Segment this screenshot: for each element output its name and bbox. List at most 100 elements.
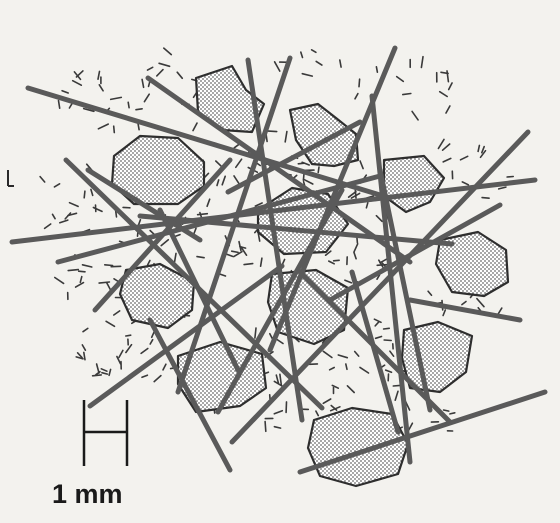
short-fiber-261 bbox=[141, 349, 148, 354]
short-fiber-38 bbox=[316, 61, 322, 65]
short-fiber-247 bbox=[323, 351, 332, 357]
short-fiber-178 bbox=[462, 302, 466, 305]
short-fiber-36 bbox=[275, 62, 280, 71]
short-fiber-288 bbox=[68, 270, 78, 271]
short-fiber-6 bbox=[111, 97, 122, 99]
short-fiber-69 bbox=[244, 264, 253, 265]
short-fiber-97 bbox=[207, 199, 210, 206]
short-fiber-60 bbox=[70, 203, 79, 207]
margin-mark bbox=[8, 170, 14, 186]
short-fiber-40 bbox=[359, 79, 360, 87]
short-fiber-93 bbox=[226, 254, 233, 256]
short-fiber-199 bbox=[346, 364, 347, 369]
short-fiber-99 bbox=[161, 240, 168, 246]
short-fiber-310 bbox=[84, 352, 85, 359]
short-fiber-184 bbox=[443, 310, 445, 316]
short-fiber-303 bbox=[409, 423, 413, 430]
short-fiber-45 bbox=[376, 67, 377, 72]
short-fiber-279 bbox=[216, 161, 221, 166]
short-fiber-59 bbox=[91, 189, 93, 195]
short-fiber-64 bbox=[45, 224, 51, 228]
short-fiber-76 bbox=[197, 257, 204, 258]
short-fiber-1 bbox=[62, 91, 68, 93]
scale-bar: 1 mm bbox=[52, 400, 127, 509]
short-fiber-259 bbox=[93, 375, 102, 376]
short-fiber-49 bbox=[355, 94, 358, 99]
short-fiber-325 bbox=[304, 179, 313, 184]
short-fiber-280 bbox=[222, 176, 225, 185]
short-fiber-328 bbox=[360, 161, 363, 169]
short-fiber-202 bbox=[274, 411, 282, 414]
short-fiber-37 bbox=[302, 74, 312, 76]
short-fiber-306 bbox=[97, 364, 99, 373]
short-fiber-185 bbox=[477, 299, 484, 307]
short-fiber-34 bbox=[301, 52, 303, 57]
short-fiber-237 bbox=[376, 337, 382, 339]
short-fiber-14 bbox=[128, 102, 129, 107]
short-fiber-241 bbox=[395, 391, 398, 400]
short-fiber-17 bbox=[59, 101, 60, 109]
short-fiber-203 bbox=[316, 411, 318, 416]
short-fiber-291 bbox=[80, 277, 82, 283]
short-fiber-235 bbox=[375, 322, 379, 326]
short-fiber-243 bbox=[384, 340, 391, 341]
short-fiber-70 bbox=[175, 253, 176, 261]
short-fiber-196 bbox=[323, 399, 330, 403]
short-fiber-256 bbox=[150, 340, 153, 344]
short-fiber-249 bbox=[163, 364, 166, 370]
short-fiber-165 bbox=[438, 139, 444, 148]
short-fiber-41 bbox=[446, 106, 450, 113]
short-fiber-271 bbox=[236, 159, 242, 167]
short-fiber-52 bbox=[440, 92, 448, 97]
short-fiber-51 bbox=[403, 94, 411, 95]
short-fiber-311 bbox=[114, 311, 120, 315]
short-fiber-287 bbox=[83, 265, 92, 267]
short-fiber-309 bbox=[83, 328, 88, 331]
short-fiber-7 bbox=[136, 109, 142, 110]
short-fiber-168 bbox=[462, 182, 468, 185]
short-fiber-54 bbox=[54, 184, 59, 187]
short-fiber-242 bbox=[355, 352, 359, 357]
short-fiber-90 bbox=[232, 251, 238, 252]
short-fiber-210 bbox=[274, 427, 280, 428]
short-fiber-268 bbox=[193, 123, 197, 131]
short-fiber-153 bbox=[345, 280, 351, 283]
short-fiber-251 bbox=[126, 345, 132, 353]
short-fiber-290 bbox=[79, 271, 85, 272]
short-fiber-253 bbox=[142, 375, 147, 377]
short-fiber-304 bbox=[444, 410, 449, 411]
short-fiber-252 bbox=[102, 373, 108, 374]
short-fiber-19 bbox=[98, 124, 108, 129]
short-fiber-228 bbox=[390, 351, 394, 356]
short-fiber-274 bbox=[217, 180, 219, 186]
short-fiber-236 bbox=[374, 319, 381, 322]
short-fiber-296 bbox=[76, 283, 84, 288]
short-fiber-9 bbox=[138, 123, 139, 129]
short-fiber-44 bbox=[421, 57, 423, 68]
short-fiber-108 bbox=[106, 321, 114, 326]
short-fiber-221 bbox=[338, 355, 347, 358]
short-fiber-12 bbox=[114, 126, 115, 132]
short-fiber-15 bbox=[144, 94, 149, 102]
short-fiber-246 bbox=[360, 367, 369, 373]
short-fiber-302 bbox=[450, 413, 455, 414]
short-fiber-16 bbox=[142, 79, 144, 87]
aggregate-particle-5 bbox=[384, 156, 444, 212]
short-fiber-173 bbox=[499, 187, 506, 189]
short-fiber-207 bbox=[280, 374, 281, 385]
short-fiber-166 bbox=[482, 198, 489, 199]
short-fiber-204 bbox=[265, 422, 266, 432]
short-fiber-13 bbox=[76, 71, 83, 77]
short-fiber-159 bbox=[334, 260, 340, 261]
short-fiber-273 bbox=[267, 131, 277, 132]
short-fiber-123 bbox=[99, 282, 109, 283]
short-fiber-257 bbox=[109, 369, 111, 375]
short-fiber-329 bbox=[318, 167, 319, 173]
short-fiber-82 bbox=[194, 228, 196, 233]
short-fiber-154 bbox=[261, 258, 262, 266]
short-fiber-30 bbox=[148, 67, 153, 70]
short-fiber-48 bbox=[441, 72, 448, 73]
short-fiber-57 bbox=[53, 214, 56, 218]
short-fiber-275 bbox=[234, 176, 240, 185]
